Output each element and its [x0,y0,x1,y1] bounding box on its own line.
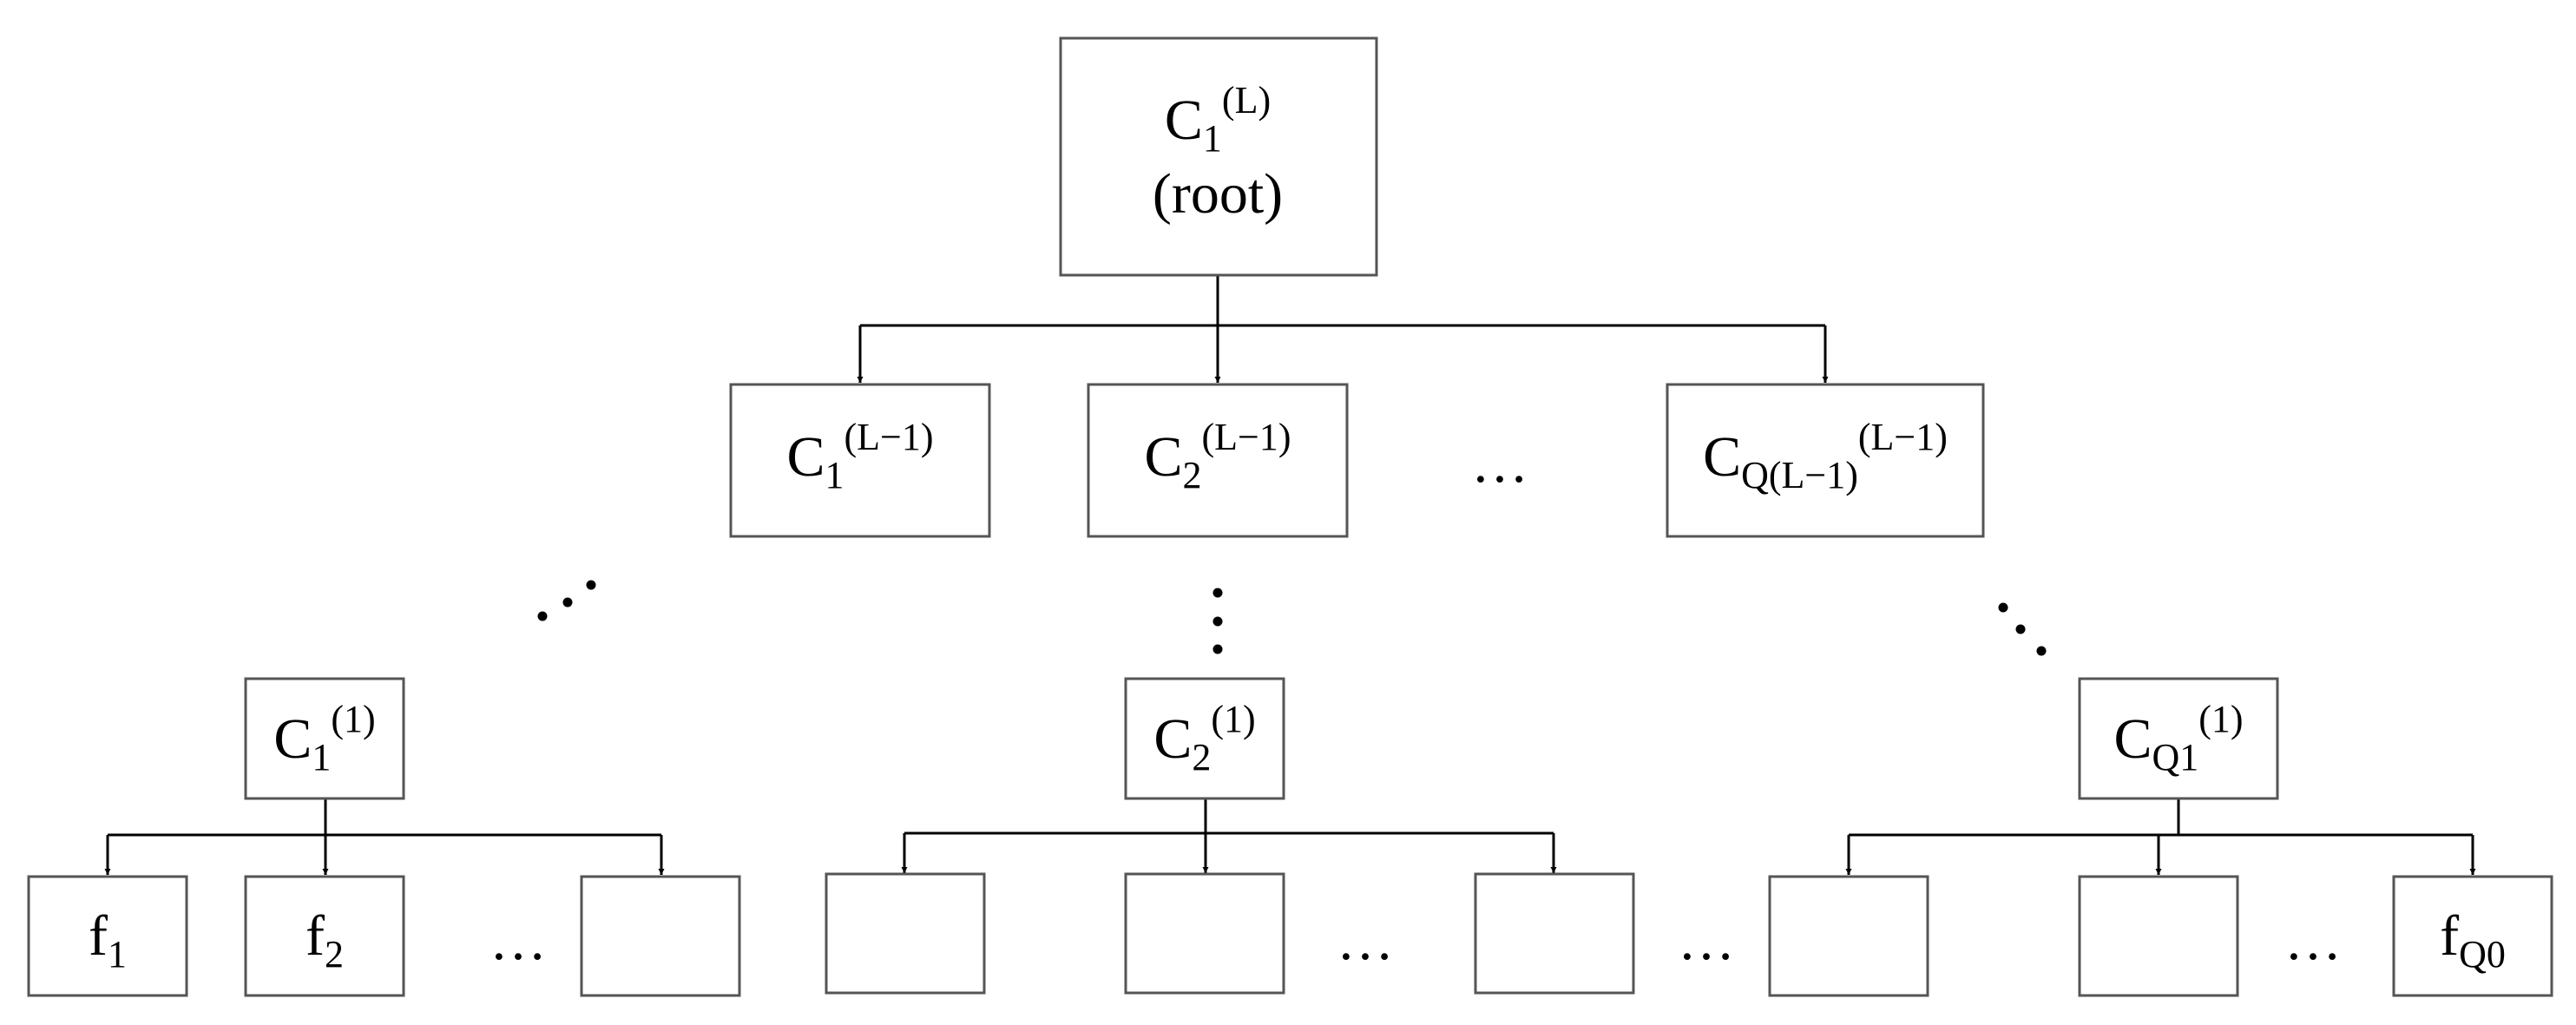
leaf-f1-label: f1 [89,904,127,976]
node-root: C1(L) (root) [1059,36,1378,277]
node-c2-level-1: C2(1) [1124,677,1285,800]
node-cq-l-minus-1: CQ(L−1)(L−1) [1666,383,1985,538]
node-c2-l-minus-1: C2(L−1) [1087,383,1349,538]
dots-vertical-middle [1212,588,1223,654]
leaf-empty-5 [1768,875,1929,997]
dots-diagonal-right [1998,602,2047,656]
ellipsis-level-l-minus-1: … [1471,431,1528,495]
node-cq1-level-1: CQ1(1) [2078,677,2279,800]
leaf-empty-2 [825,872,986,995]
dots-diagonal-left [537,580,596,621]
ellipsis-between-groups: … [1678,909,1735,972]
node-c2-level-1-label: C2(1) [1153,698,1255,779]
leaf-f2: f2 [244,875,405,997]
node-c1-level-1: C1(1) [244,677,405,800]
leaf-fq0: fQ0 [2392,875,2553,997]
node-c1-level-1-label: C1(1) [273,698,375,779]
ellipsis-leaves-group-1: … [490,909,547,972]
node-c2-l-minus-1-label: C2(L−1) [1144,416,1291,496]
node-c1-l-minus-1: C1(L−1) [729,383,991,538]
node-cq1-level-1-label: CQ1(1) [2113,698,2243,779]
leaf-empty-6 [2078,875,2239,997]
ellipsis-leaves-group-3: … [2284,909,2342,972]
node-root-label: C1(L) [1165,79,1271,160]
leaf-f1: f1 [27,875,188,997]
leaf-f2-label: f2 [306,904,344,976]
node-cq-l-minus-1-label: CQ(L−1)(L−1) [1703,416,1948,496]
node-c1-l-minus-1-label: C1(L−1) [786,416,933,496]
node-root-caption: (root) [1153,162,1283,226]
edges [104,275,2476,875]
leaf-empty-1 [580,875,741,997]
leaf-fq0-label: fQ0 [2440,904,2506,976]
ellipsis-leaves-group-2: … [1337,909,1394,972]
leaf-empty-4 [1474,872,1635,995]
leaf-empty-3 [1124,872,1285,995]
